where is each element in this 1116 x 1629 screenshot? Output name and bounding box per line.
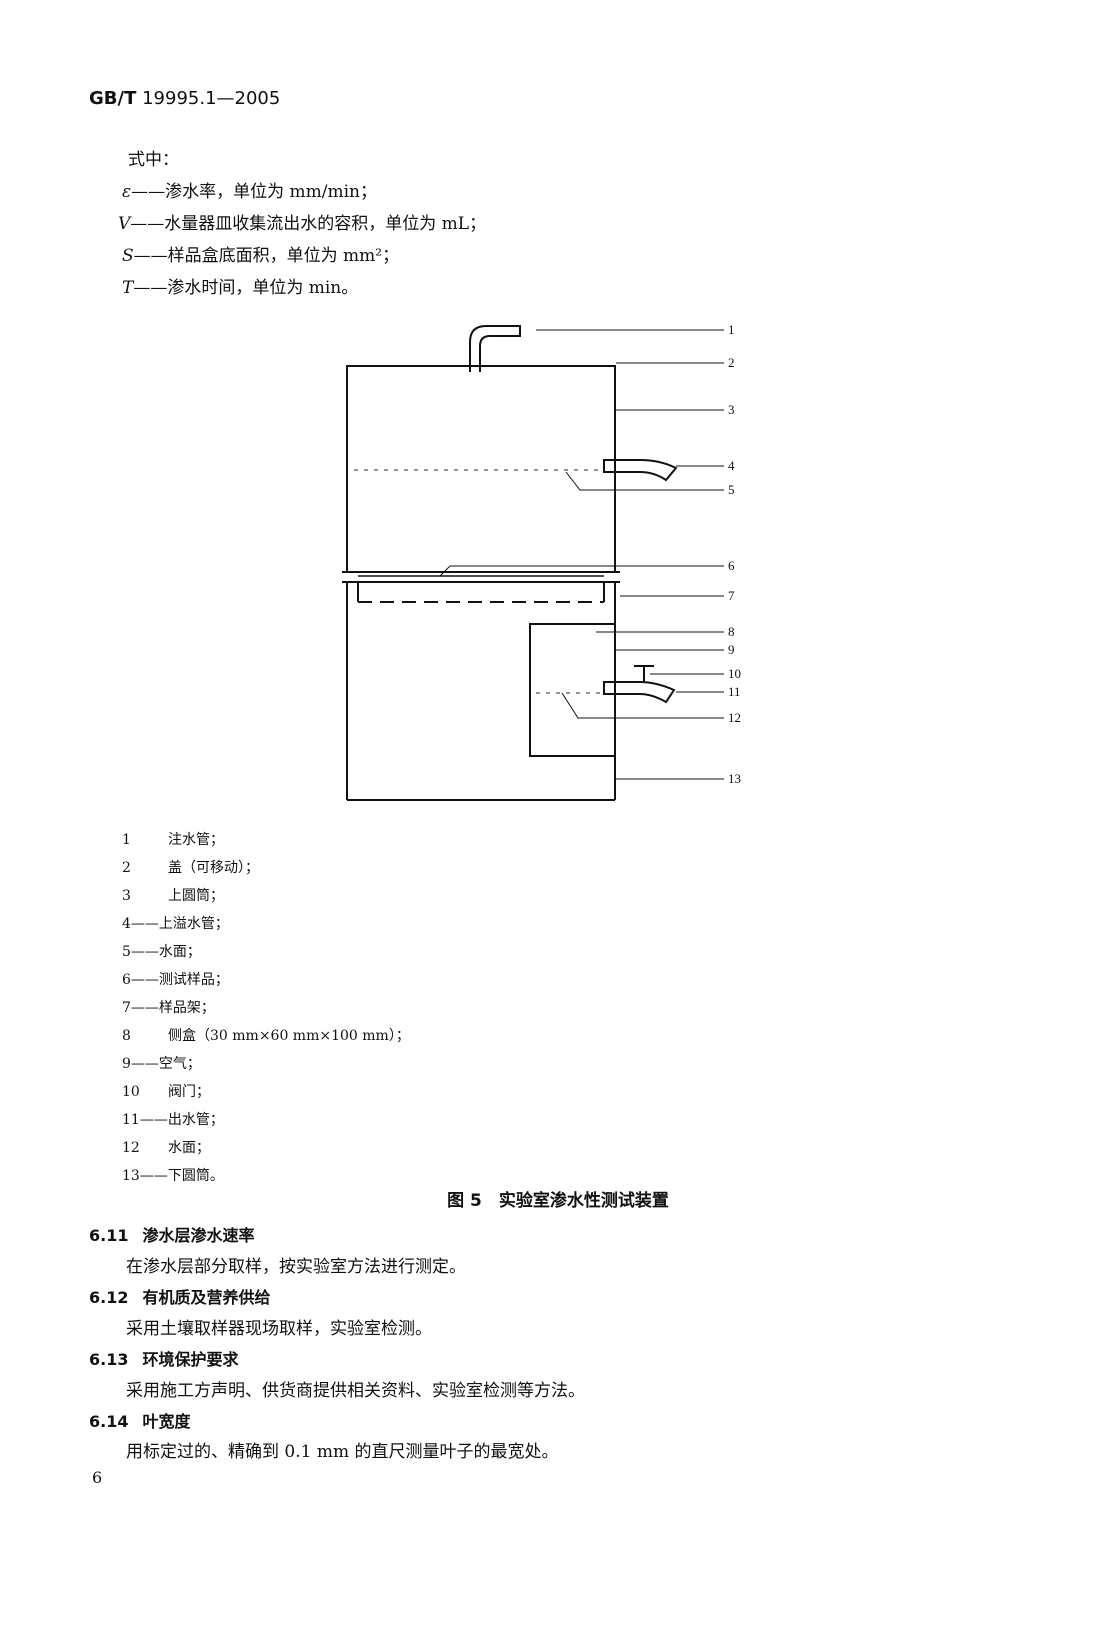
definition-dash: —— <box>133 246 168 266</box>
definition-row: S——样品盒底面积，单位为 mm²； <box>122 240 486 272</box>
callout-number: 2 <box>728 355 735 370</box>
definition-dash: —— <box>131 182 166 202</box>
definition-symbol: T <box>122 278 134 298</box>
callout-number: 5 <box>728 482 735 497</box>
standard-code: GB/T <box>89 88 137 109</box>
callout-number: 13 <box>728 771 741 786</box>
legend-item: 6——测试样品； <box>122 972 229 988</box>
legend-item: 11——出水管； <box>122 1112 224 1128</box>
definition-text: 样品盒底面积，单位为 mm²； <box>167 246 400 266</box>
definition-row: ε——渗水率，单位为 mm/min； <box>122 176 486 208</box>
outlet-pipe <box>603 681 676 704</box>
injection-pipe <box>469 325 521 372</box>
definition-row: T——渗水时间，单位为 min。 <box>122 272 486 304</box>
permeability-apparatus-diagram: 1 2 3 4 5 6 7 8 9 10 11 12 13 <box>342 322 741 801</box>
callout-number: 10 <box>728 666 741 681</box>
definition-text: 水量器皿收集流出水的容积，单位为 mL； <box>164 214 487 234</box>
legend-item: 13——下圆筒。 <box>122 1168 224 1184</box>
callout-number: 1 <box>728 322 735 337</box>
definition-symbol: V <box>118 214 131 234</box>
definition-text: 渗水率，单位为 mm/min； <box>165 182 378 202</box>
figure-caption: 图 5 实验室渗水性测试装置 <box>447 1191 669 1211</box>
callout-number: 12 <box>728 710 741 725</box>
callout-number: 9 <box>728 642 735 657</box>
definition-dash: —— <box>133 278 168 298</box>
legend-item: 7——样品架； <box>122 1000 215 1016</box>
definition-symbol: S <box>122 246 134 266</box>
section-body: 采用施工方声明、供货商提供相关资料、实验室检测等方法。 <box>126 1381 585 1401</box>
standard-header: GB/T 19995.1—2005 <box>89 88 280 109</box>
legend-item: 5——水面； <box>122 944 201 960</box>
callout-number: 8 <box>728 624 735 639</box>
callout-number: 7 <box>728 588 735 603</box>
standard-number: 19995.1—2005 <box>142 88 281 109</box>
definition-dash: —— <box>130 214 165 234</box>
upper-overflow-pipe <box>603 459 678 482</box>
page-number: 6 <box>92 1468 103 1487</box>
definition-text: 渗水时间，单位为 min。 <box>167 278 359 298</box>
symbol-definitions: 式中： ε——渗水率，单位为 mm/min； V——水量器皿收集流出水的容积，单… <box>118 144 486 304</box>
section-body: 在渗水层部分取样，按实验室方法进行测定。 <box>126 1257 466 1277</box>
definition-symbol: ε <box>122 182 132 202</box>
side-box <box>529 623 616 757</box>
definitions-intro: 式中： <box>128 150 179 170</box>
callout-number: 6 <box>728 558 735 573</box>
callout-number: 4 <box>728 458 735 473</box>
callout-number: 11 <box>728 684 741 699</box>
legend-item: 9——空气； <box>122 1056 201 1072</box>
callout-number: 3 <box>728 402 735 417</box>
section-body: 用标定过的、精确到 0.1 mm 的直尺测量叶子的最宽处。 <box>126 1442 559 1462</box>
section-body: 采用土壤取样器现场取样，实验室检测。 <box>126 1319 432 1339</box>
legend-item: 4——上溢水管； <box>122 916 229 932</box>
definition-row: V——水量器皿收集流出水的容积，单位为 mL； <box>118 208 486 240</box>
